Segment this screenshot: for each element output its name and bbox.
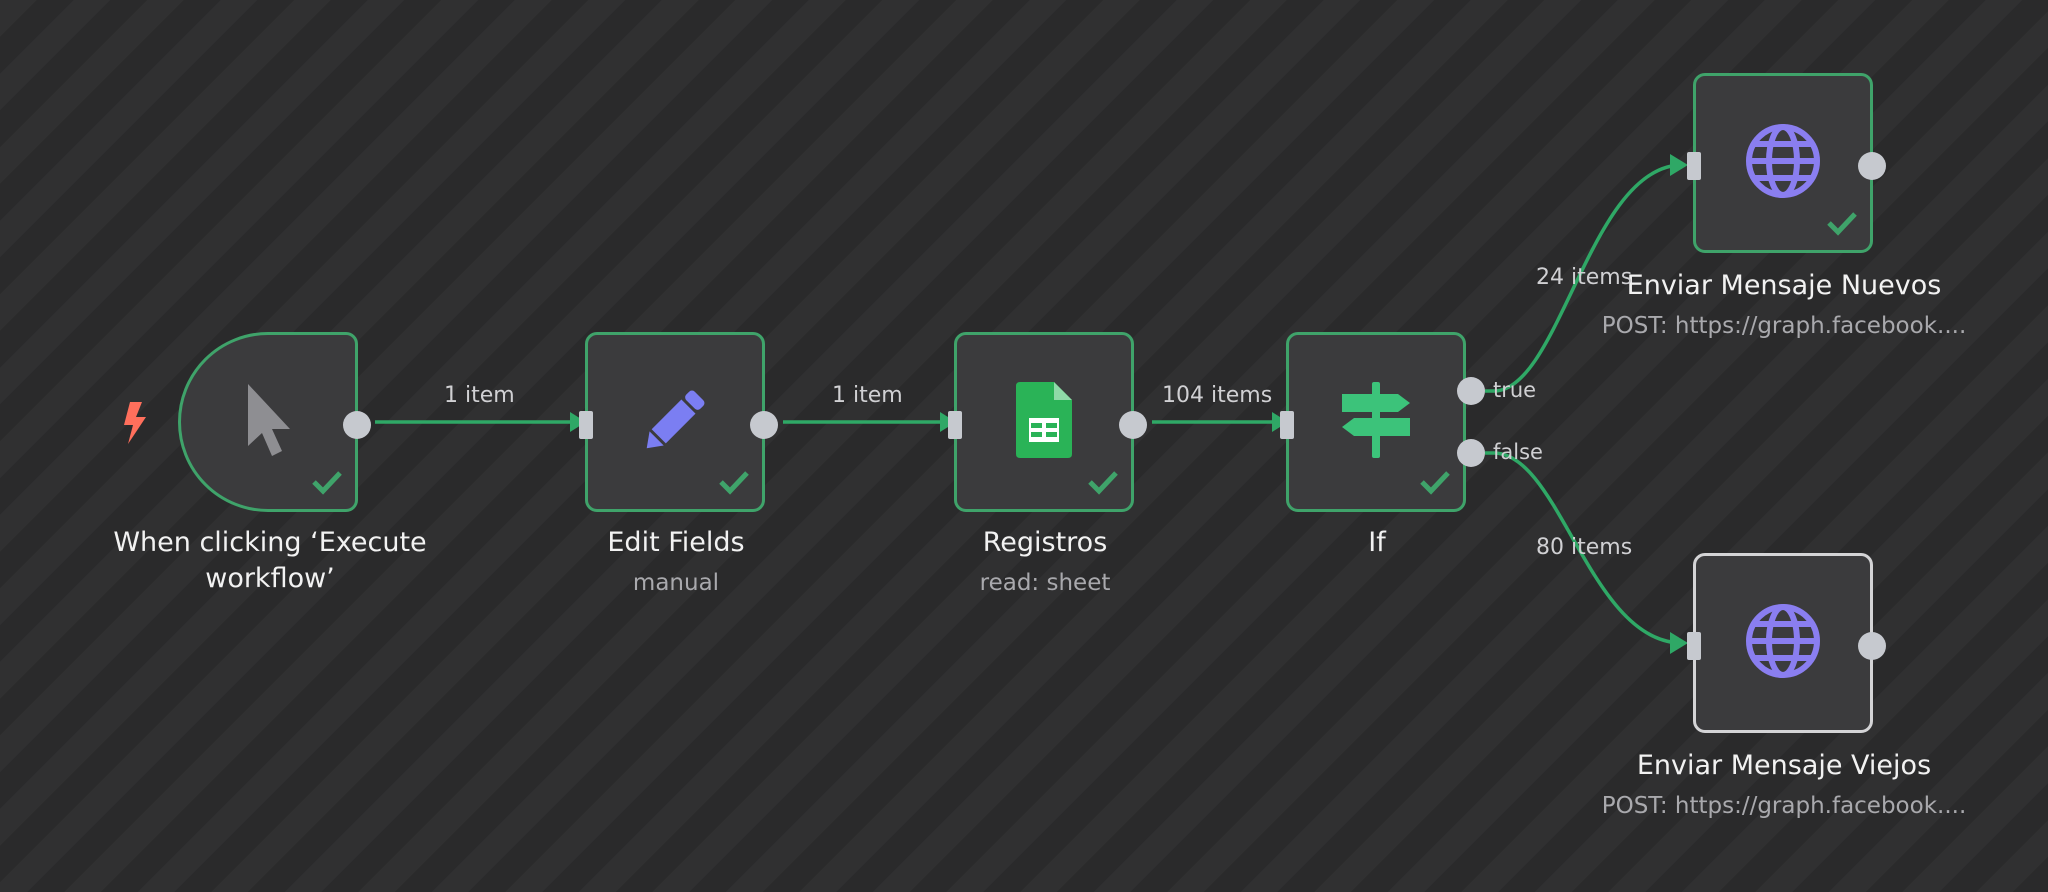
if-true-label: true: [1493, 378, 1537, 402]
output-port[interactable]: [1858, 152, 1886, 180]
success-check-icon: [1419, 469, 1451, 499]
node-edit-fields[interactable]: [579, 332, 778, 512]
node-title: Registros: [982, 527, 1108, 558]
connection-if-false-viejos: [1485, 451, 1683, 645]
node-enviar-mensaje-nuevos[interactable]: [1687, 73, 1886, 253]
edge-label-item-count: 1 item: [444, 383, 515, 408]
edge-label-item-count: 104 items: [1162, 383, 1273, 408]
cursor-icon: [240, 380, 296, 464]
trigger-bolt-icon: [124, 402, 146, 444]
globe-icon: [1743, 601, 1823, 685]
node-title: Enviar Mensaje Viejos: [1636, 750, 1932, 781]
input-port[interactable]: [579, 411, 593, 439]
arrowhead-viejos: [1670, 632, 1688, 654]
node-enviar-mensaje-viejos[interactable]: [1687, 553, 1886, 733]
output-port[interactable]: [343, 411, 371, 439]
globe-icon: [1743, 121, 1823, 205]
node-manual-trigger[interactable]: [178, 332, 371, 512]
node-subtitle: manual: [632, 570, 720, 596]
node-title: When clicking ‘Execute workflow’: [113, 527, 427, 594]
google-sheets-icon: [1016, 382, 1072, 462]
node-subtitle: POST: https://graph.facebook....: [1601, 313, 1967, 339]
node-title: If: [1368, 527, 1386, 558]
if-true-output-port[interactable]: [1457, 377, 1485, 405]
edge-label-item-count: 1 item: [832, 383, 903, 408]
success-check-icon: [1826, 210, 1858, 240]
input-port[interactable]: [1687, 152, 1701, 180]
input-port[interactable]: [1280, 411, 1294, 439]
output-port[interactable]: [1858, 632, 1886, 660]
success-check-icon: [718, 469, 750, 499]
node-registros[interactable]: [948, 332, 1147, 512]
arrowhead-nuevos: [1670, 154, 1688, 176]
node-title: Edit Fields: [607, 527, 745, 558]
node-subtitle: read: sheet: [979, 570, 1111, 596]
node-title: Enviar Mensaje Nuevos: [1626, 270, 1942, 301]
node-subtitle: POST: https://graph.facebook....: [1601, 793, 1967, 819]
output-port[interactable]: [750, 411, 778, 439]
edge-label-item-count: 24 items: [1536, 265, 1633, 290]
if-false-output-port[interactable]: [1457, 439, 1485, 467]
node-if[interactable]: [1280, 332, 1466, 512]
signpost-icon: [1336, 380, 1416, 464]
success-check-icon: [311, 469, 343, 499]
input-port[interactable]: [948, 411, 962, 439]
success-check-icon: [1087, 469, 1119, 499]
input-port[interactable]: [1687, 632, 1701, 660]
connection-if-true-nuevos: [1485, 163, 1683, 393]
edge-label-item-count: 80 items: [1536, 535, 1633, 560]
pencil-icon: [635, 380, 715, 464]
output-port[interactable]: [1119, 411, 1147, 439]
arrowhead-edit: [570, 412, 586, 432]
if-false-label: false: [1493, 440, 1543, 464]
